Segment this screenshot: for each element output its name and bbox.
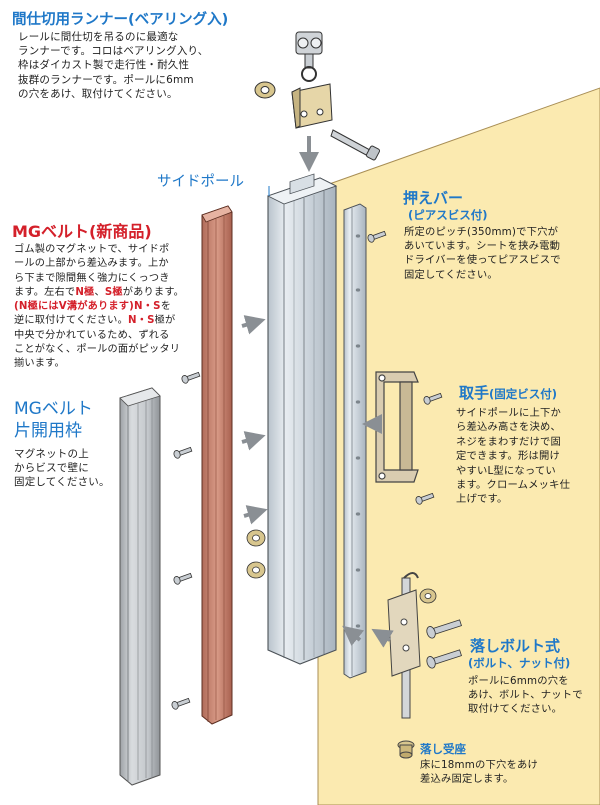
handle-title: 取手 (459, 384, 490, 402)
mg-belt-line: ら下まで隙間無く強力にくっつき (14, 272, 170, 284)
mg-frame-line: 固定してください。 (14, 476, 110, 489)
press-bar-part (343, 203, 367, 679)
floor-seat-line: 差込み固定します。 (420, 773, 514, 786)
press-bar-line: ドライバーを使ってピアスビスで (404, 254, 561, 267)
drop-bolt-description: ポールに6mmの穴を あけ、ボルト、ナットで 取付けてください。 (468, 674, 583, 717)
floor-seat-part (397, 740, 415, 759)
s-pole-label: S極 (104, 286, 123, 298)
runner-title: 間仕切用ランナー(ベアリング入) (12, 12, 229, 28)
mg-frame-line: マグネットの上 (14, 448, 89, 460)
assembly-arrows (241, 315, 394, 648)
mg-frame-title-line: 片開用枠 (14, 421, 82, 441)
handle-line: やすいL型になってい (456, 464, 556, 477)
runner-part (254, 31, 381, 161)
mg-belt-line: ゴム製のマグネットで、サイドポ (14, 244, 170, 255)
side-pole-title: サイドポール (157, 174, 244, 190)
handle-heading: 取手(固定ビス付) (459, 382, 557, 403)
floor-seat-line: 床に18mmの下穴をあけ (420, 759, 538, 771)
mg-frame-part (119, 387, 161, 786)
handle-line: ネジをまわすだけで固 (456, 435, 561, 448)
mg-belt-line: 揃います。 (14, 358, 65, 370)
press-bar-line: 固定してください。 (404, 268, 498, 281)
n-pole-label: N極 (18, 301, 38, 313)
screws (171, 230, 462, 710)
handle-subtitle: (固定ビス付) (489, 387, 558, 401)
mg-belt-text: 極が (154, 315, 176, 327)
floor-seat-title: 落し受座 (420, 742, 466, 756)
drop-bolt-subtitle: (ボルト、ナット付) (468, 656, 571, 670)
mg-frame-title-line: MGベルト (14, 399, 93, 419)
runner-line: 枠はダイカスト製で走行性・耐久性 (18, 59, 190, 72)
press-bar-title: 押えバー (403, 189, 464, 207)
handle-part (375, 371, 419, 483)
nuts (246, 529, 437, 604)
handle-description: サイドポールに上下か ら差込み高さを決め、 ネジをまわすだけで固 定できます。形… (456, 406, 570, 507)
mg-belt-title: MGベルト(新商品) (12, 222, 152, 241)
drop-bolt-title: 落しボルト式 (470, 637, 561, 655)
ns-pole-label: N・S (134, 301, 161, 313)
mg-belt-text: 、 (94, 286, 105, 298)
mg-belt-part (201, 205, 233, 725)
mg-frame-title: MGベルト 片開用枠 (14, 398, 93, 442)
floor-seat-description: 床に18mmの下穴をあけ 差込み固定します。 (420, 758, 538, 786)
mg-belt-line: (N極にはV溝があります)N・Sを (14, 300, 184, 314)
ns-pole-label: N・S (127, 315, 155, 327)
mg-frame-description: マグネットの上 からビスで壁に 固定してください。 (14, 447, 110, 490)
mg-belt-line: 中央で分かれているため、ずれる (14, 329, 170, 341)
n-pole-label: N極 (75, 286, 95, 298)
press-bar-line: あいています。シートを挟み電動 (404, 240, 561, 253)
handle-line: 定できます。形は開け (456, 450, 560, 463)
mg-belt-line: ールの上部から差込みます。上か (14, 258, 169, 270)
handle-line: 上げです。 (456, 493, 508, 506)
mg-belt-line: 逆に取付けてください。N・S極が (14, 314, 184, 328)
mg-belt-description: ゴム製のマグネットで、サイドポ ールの上部から差込みます。上か ら下まで隙間無く… (14, 243, 184, 372)
press-bar-description: 所定のピッチ(350mm)で下穴が あいています。シートを挟み電動 ドライバーを… (404, 225, 561, 282)
mg-belt-text: を (160, 301, 172, 313)
runner-line: の穴をあけ、取付けてください。 (18, 87, 178, 100)
runner-line: ランナーです。コロはベアリング入り、 (18, 45, 209, 58)
mg-belt-text: 逆に取付けてください。 (14, 315, 128, 327)
drop-bolt-part (387, 572, 421, 719)
drop-bolt-line: あけ、ボルト、ナットで (468, 689, 583, 702)
mg-belt-text: ( (14, 301, 19, 313)
handle-line: ます。クロームメッキ仕 (456, 479, 571, 492)
runner-description: レールに間仕切を吊るのに最適な ランナーです。コロはベアリング入り、 枠はダイカ… (18, 30, 209, 101)
drop-bolt-line: ポールに6mmの穴を (468, 675, 569, 687)
mg-frame-line: からビスで壁に (14, 462, 89, 475)
drop-bolt-line: 取付けてください。 (468, 703, 563, 716)
handle-line: ら差込み高さを決め、 (456, 421, 561, 434)
mg-belt-line: ます。左右でN極、S極があります。 (14, 286, 184, 300)
side-pole-part (266, 173, 338, 665)
runner-line: レールに間仕切を吊るのに最適な (18, 31, 179, 43)
mg-belt-text: があります。 (122, 286, 185, 298)
runner-line: 抜群のランナーです。ポールに6mm (18, 73, 194, 86)
press-bar-subtitle: (ピアスビス付) (408, 208, 488, 222)
mg-belt-text: にはV溝があります) (37, 301, 135, 313)
press-bar-line: 所定のピッチ(350mm)で下穴が (404, 226, 559, 238)
handle-line: サイドポールに上下か (456, 407, 561, 419)
mg-belt-line: ことがなく、ポールの面がピッタリ (14, 344, 181, 356)
mg-belt-text: ます。左右で (14, 286, 76, 298)
